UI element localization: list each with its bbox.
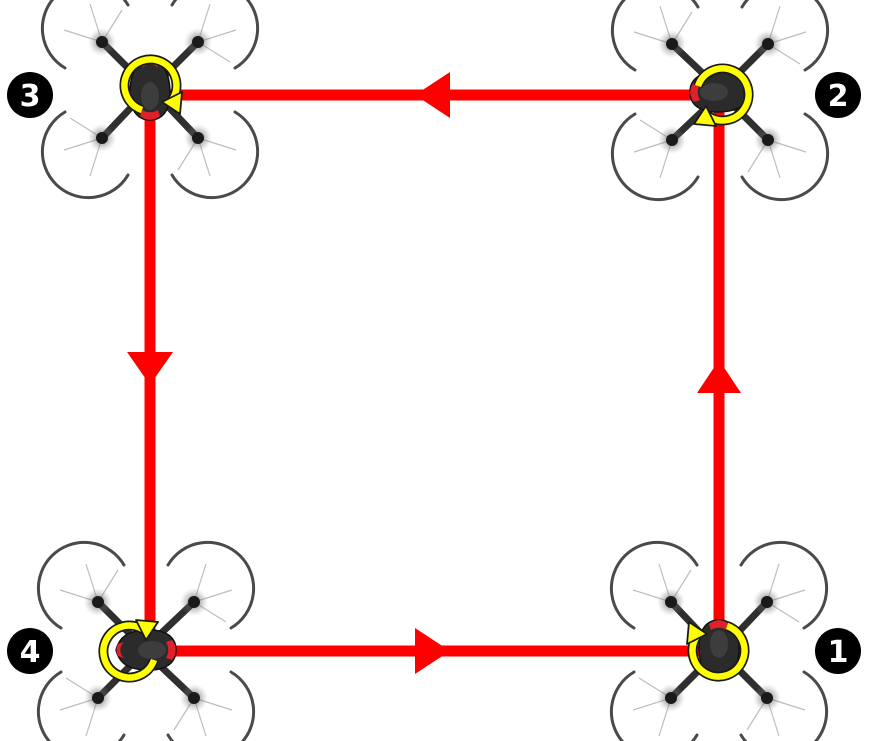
waypoint-label-2: 2 — [828, 79, 849, 114]
waypoint-2: 2 — [612, 0, 861, 200]
waypoint-1: 1 — [611, 542, 861, 741]
waypoint-badge-3: 3 — [7, 72, 53, 118]
direction-arrowhead-left-icon — [415, 72, 450, 118]
direction-arrowhead-up-icon — [697, 360, 741, 393]
direction-arrowhead-down-icon — [127, 352, 173, 385]
direction-arrowhead-right-icon — [415, 628, 450, 674]
waypoint-label-3: 3 — [20, 79, 41, 114]
waypoint-badge-1: 1 — [815, 628, 861, 674]
waypoint-label-1: 1 — [828, 635, 849, 670]
waypoint-label-4: 4 — [20, 635, 41, 670]
waypoint-3: 3 — [7, 0, 258, 198]
waypoint-badge-2: 2 — [815, 72, 861, 118]
waypoint-badge-4: 4 — [7, 628, 53, 674]
flight-path — [127, 72, 741, 674]
waypoint-4: 4 — [7, 542, 254, 741]
